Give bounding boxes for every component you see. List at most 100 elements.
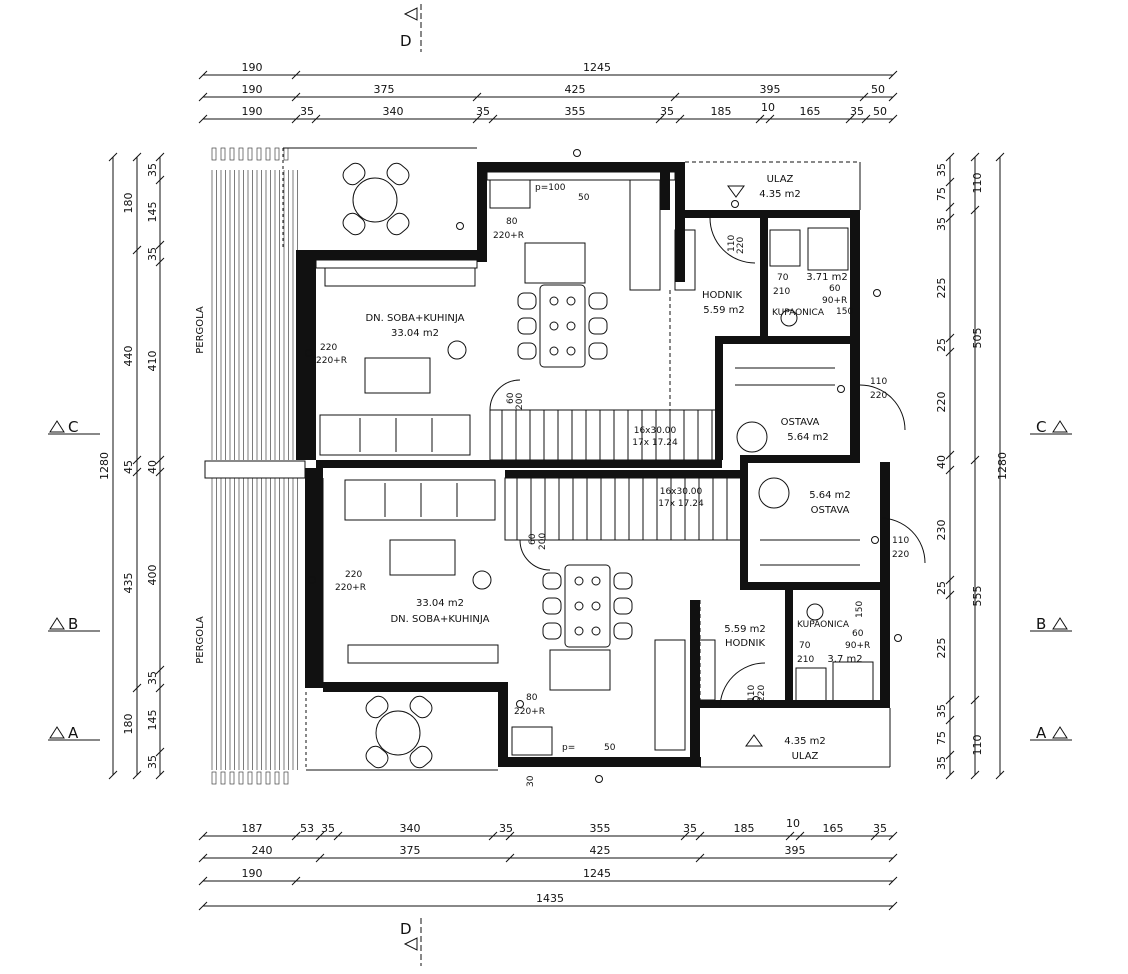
dim-tick bbox=[155, 683, 165, 693]
plate bbox=[591, 626, 601, 636]
dim-bot-1c: 35 bbox=[321, 822, 335, 835]
dim-bot-3a: 190 bbox=[242, 867, 263, 880]
win-kitchen2-h-upper: 50 bbox=[578, 193, 590, 203]
dim-tick bbox=[155, 240, 165, 250]
dim-left-i8: 145 bbox=[146, 710, 159, 731]
dim-tick bbox=[198, 114, 208, 124]
hall-area-upper: 5.59 m2 bbox=[703, 305, 745, 316]
dim-tick bbox=[970, 770, 980, 780]
opening-labels-lower: 80 220+R p= 50 220 220+R 60 200 110 220 … bbox=[335, 533, 909, 787]
plate bbox=[566, 346, 576, 356]
dim-right-m1: 110 bbox=[971, 173, 984, 194]
chair bbox=[588, 342, 608, 360]
pergola-label-upper: PERGOLA bbox=[195, 306, 206, 354]
dim-tick bbox=[670, 92, 680, 102]
hall-name-lower: HODNIK bbox=[725, 638, 766, 649]
plate bbox=[549, 321, 559, 331]
dim-top-3h: 10 bbox=[761, 101, 775, 114]
door-swings bbox=[489, 217, 926, 709]
dim-tick bbox=[198, 831, 208, 841]
dim-tick bbox=[488, 831, 498, 841]
dining-table-lower bbox=[564, 564, 611, 648]
dim-left-i2: 145 bbox=[146, 202, 159, 223]
win-kitchen-h-lower: 220+R bbox=[514, 707, 545, 717]
dim-top-1a: 190 bbox=[242, 61, 263, 74]
store-name-lower: OSTAVA bbox=[811, 505, 850, 516]
pergola-beam bbox=[265, 771, 271, 785]
door-bath-h-lower: 210 bbox=[797, 655, 814, 665]
sofa-upper bbox=[319, 414, 471, 456]
chair bbox=[542, 622, 562, 640]
win-bath-w-lower: 60 bbox=[852, 629, 864, 639]
dim-tick bbox=[785, 831, 795, 841]
dim-tick bbox=[870, 831, 880, 841]
win-living-w-lower: 220 bbox=[345, 570, 362, 580]
entry-area-lower: 4.35 m2 bbox=[784, 736, 826, 747]
pergola-beam bbox=[265, 147, 271, 161]
dim-tick bbox=[765, 114, 775, 124]
pergola-beam bbox=[211, 771, 217, 785]
plate bbox=[574, 576, 584, 586]
chair bbox=[588, 317, 608, 335]
dim-tick bbox=[695, 853, 705, 863]
bath-name-lower: KUPAONICA bbox=[797, 620, 850, 630]
win-bath-h-upper: 90+R bbox=[822, 296, 847, 306]
dim-top-3d: 35 bbox=[476, 105, 490, 118]
right-dimensions: 1280 110 505 555 110 35 75 35 225 25 220… bbox=[935, 163, 1009, 770]
dim-tick bbox=[945, 695, 955, 705]
section-a-left: A bbox=[68, 724, 79, 742]
dim-bot-4a: 1435 bbox=[536, 892, 564, 905]
door-entry-h-upper: 220 bbox=[736, 237, 746, 254]
dim-tick bbox=[888, 831, 898, 841]
pergola-labels: PERGOLA PERGOLA bbox=[195, 306, 206, 664]
dim-tick bbox=[315, 853, 325, 863]
dim-top-2a: 190 bbox=[242, 83, 263, 96]
pergola-beam bbox=[229, 771, 235, 785]
door-entry-w-lower: 110 bbox=[747, 685, 757, 702]
chair bbox=[517, 292, 537, 310]
dim-right-i8: 230 bbox=[935, 520, 948, 541]
dim-tick bbox=[888, 901, 898, 911]
store-name-upper: OSTAVA bbox=[781, 417, 820, 428]
store-area-upper: 5.64 m2 bbox=[787, 432, 829, 443]
chair bbox=[613, 622, 633, 640]
dim-tick bbox=[155, 770, 165, 780]
dim-tick bbox=[861, 114, 871, 124]
dim-tick bbox=[505, 831, 515, 841]
dim-tick bbox=[859, 92, 869, 102]
pergola-beam bbox=[247, 771, 253, 785]
dim-right-i12: 75 bbox=[935, 731, 948, 745]
pergola-beam bbox=[256, 147, 262, 161]
top-dimensions: 190 1245 190 375 425 395 50 190 35 340 3… bbox=[242, 61, 888, 118]
living-name-upper: DN. SOBA+KUHINJA bbox=[365, 313, 464, 324]
dim-tick bbox=[970, 152, 980, 162]
dim-tick bbox=[945, 177, 955, 187]
dim-left-m4: 435 bbox=[122, 573, 135, 594]
door-stair-h-lower: 200 bbox=[538, 533, 548, 550]
dim-bot-1k: 35 bbox=[873, 822, 887, 835]
dim-right-i9: 25 bbox=[935, 581, 948, 595]
dim-tick bbox=[291, 876, 301, 886]
dim-tick bbox=[155, 152, 165, 162]
dim-top-3e: 355 bbox=[565, 105, 586, 118]
room-labels-upper: DN. SOBA+KUHINJA 33.04 m2 ULAZ 4.35 m2 H… bbox=[365, 174, 847, 448]
door-entry-h-lower: 220 bbox=[757, 685, 767, 702]
chair bbox=[542, 572, 562, 590]
stairs-1-lower: 16x30.00 bbox=[660, 487, 703, 497]
dim-bot-2c: 425 bbox=[590, 844, 611, 857]
dim-tick bbox=[888, 92, 898, 102]
dim-left-i6: 400 bbox=[146, 565, 159, 586]
section-b-left: B bbox=[68, 615, 78, 633]
entry-area-upper: 4.35 m2 bbox=[759, 189, 801, 200]
dim-bot-1d: 340 bbox=[400, 822, 421, 835]
section-c-left: C bbox=[68, 418, 78, 436]
dim-tick bbox=[132, 467, 142, 477]
pergola-beam bbox=[220, 147, 226, 161]
dim-tick bbox=[132, 245, 142, 255]
dim-tick bbox=[680, 831, 690, 841]
sofa-lower bbox=[344, 479, 496, 521]
win-living-w-upper: 220 bbox=[320, 343, 337, 353]
chair bbox=[517, 342, 537, 360]
pergola-beam bbox=[274, 147, 280, 161]
dim-tick bbox=[198, 901, 208, 911]
